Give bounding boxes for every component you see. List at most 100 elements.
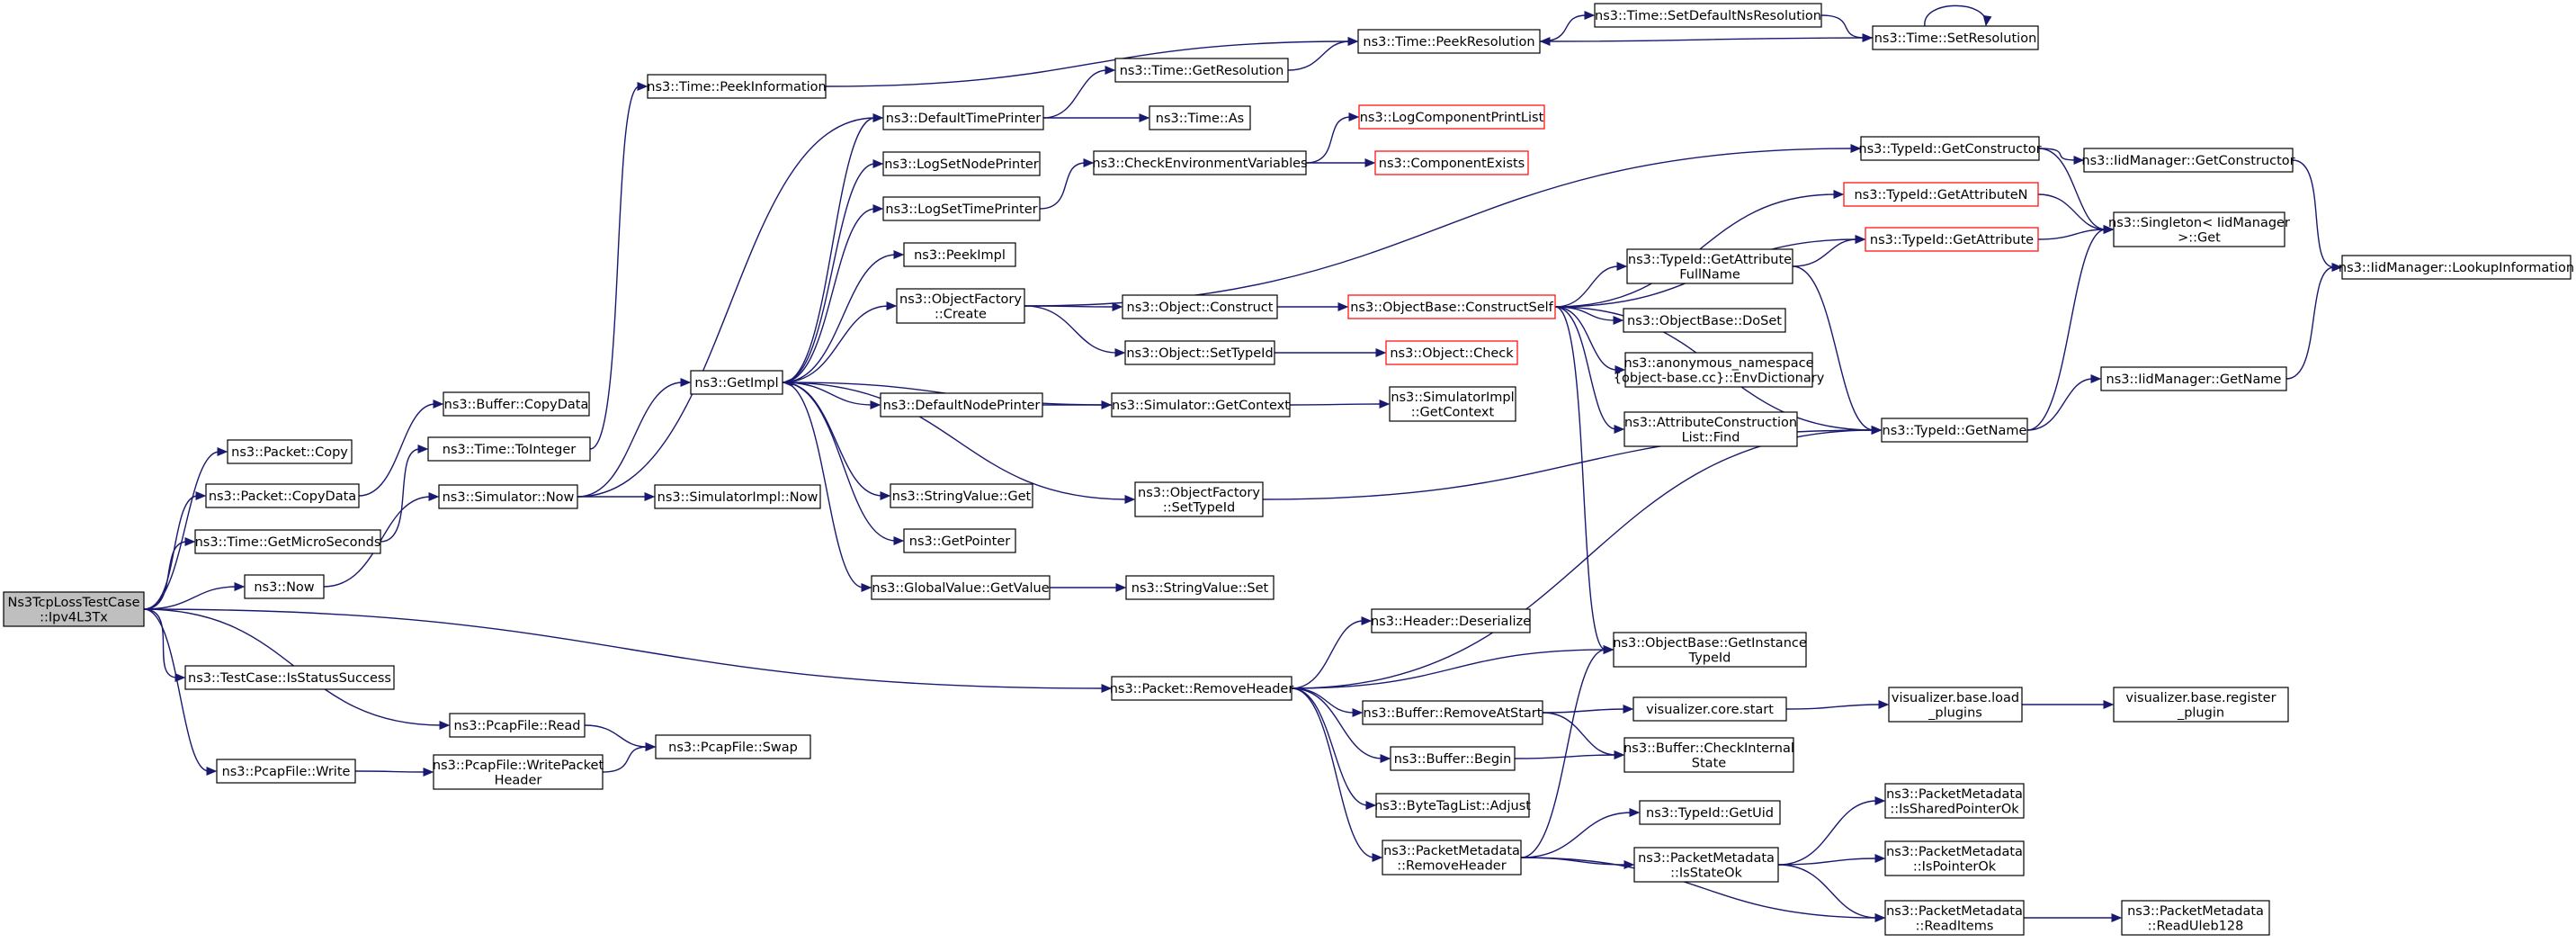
node-label: TypeId [1688,651,1731,665]
graph-edge [1291,687,1391,763]
edge-path [2037,229,2106,240]
graph-node-compexists[interactable]: ns3::ComponentExists [1374,150,1529,175]
graph-node-viz-reg[interactable]: visualizer.base.register_plugin [2113,687,2289,723]
graph-node-ob-doset[interactable]: ns3::ObjectBase::DoSet [1623,308,1786,333]
graph-node-pk-copy[interactable]: ns3::Packet::Copy [227,439,353,464]
node-box [1122,294,1278,319]
graph-node-buf-remstart[interactable]: ns3::Buffer::RemoveAtStart [1362,700,1543,725]
node-box [1124,340,1275,365]
graph-node-time-as[interactable]: ns3::Time::As [1149,105,1251,130]
graph-node-singleton[interactable]: ns3::Singleton< IidManager >::Get [2108,211,2290,247]
graph-node-tc-status[interactable]: ns3::TestCase::IsStatusSuccess [184,665,395,690]
graph-node-iid-getname[interactable]: ns3::IidManager::GetName [2100,366,2287,391]
graph-edge [602,742,657,773]
graph-node-pm-isstate[interactable]: ns3::PacketMetadata::IsStateOk [1633,847,1779,883]
graph-node-time-toint[interactable]: ns3::Time::ToInteger [427,436,591,462]
edge-arrowhead [428,492,440,501]
graph-node-tid-getcons[interactable]: ns3::TypeId::GetConstructor [1858,136,2042,161]
graph-node-gv-getvalue[interactable]: ns3::GlobalValue::GetValue [871,575,1051,600]
node-label: ns3::ObjectBase::ConstructSelf [1350,301,1553,315]
graph-node-ob-cself[interactable]: ns3::ObjectBase::ConstructSelf [1347,294,1556,319]
graph-edge [143,608,218,776]
graph-node-sv-get[interactable]: ns3::StringValue::Get [890,483,1033,508]
graph-node-objf-settid[interactable]: ns3::ObjectFactory::SetTypeId [1134,481,1264,517]
graph-node-simimpl-getctx[interactable]: ns3::SimulatorImpl::GetContext [1389,386,1516,422]
graph-node-root[interactable]: Ns3TcpLossTestCase::Ipv4L3Tx [3,591,145,627]
edge-arrowhead [1603,645,1614,654]
graph-node-pcap-write[interactable]: ns3::PcapFile::Write [216,759,356,784]
edge-arrowhead [1850,144,1862,153]
graph-node-logtimep[interactable]: ns3::LogSetTimePrinter [882,196,1041,221]
graph-node-pk-copydata[interactable]: ns3::Packet::CopyData [205,483,360,508]
graph-node-logcomp[interactable]: ns3::LogComponentPrintList [1358,104,1545,130]
node-label: ns3::AttributeConstruction [1624,416,1797,430]
graph-node-pk-remhdr[interactable]: ns3::Packet::RemoveHeader [1110,676,1294,701]
edge-path [782,382,1128,500]
graph-node-obj-settid[interactable]: ns3::Object::SetTypeId [1124,340,1275,365]
graph-node-obj-construct[interactable]: ns3::Object::Construct [1122,294,1278,319]
edge-arrowhead [893,536,905,545]
node-box [1872,25,2039,50]
node-box [2113,687,2289,723]
graph-node-time-setres[interactable]: ns3::Time::SetResolution [1872,25,2039,50]
graph-node-tid-getattr[interactable]: ns3::TypeId::GetAttribute [1865,227,2039,252]
graph-node-deftp[interactable]: ns3::DefaultTimePrinter [882,105,1044,130]
graph-node-viz-load[interactable]: visualizer.base.load_plugins [1888,687,2023,723]
graph-node-tid-getuid[interactable]: ns3::TypeId::GetUid [1639,800,1781,825]
edge-arrowhead [1623,705,1634,714]
graph-node-time-setdef[interactable]: ns3::Time::SetDefaultNsResolution [1594,3,1822,28]
edge-arrowhead [1614,365,1626,374]
graph-node-pm-uleb[interactable]: ns3::PacketMetadata::ReadUleb128 [2121,900,2270,936]
graph-node-sim-getctx[interactable]: ns3::Simulator::GetContext [1111,392,1291,418]
graph-node-defnp[interactable]: ns3::DefaultNodePrinter [880,392,1043,418]
graph-node-time-getres[interactable]: ns3::Time::GetResolution [1114,58,1289,83]
graph-edge [1924,4,1992,27]
graph-edge [577,492,656,501]
graph-edge [1539,37,1874,46]
graph-node-peekimpl[interactable]: ns3::PeekImpl [903,242,1016,267]
edge-arrowhead [206,767,218,776]
graph-node-lognodep[interactable]: ns3::LogSetNodePrinter [882,151,1041,176]
edge-path [1520,812,1632,858]
graph-node-pcap-swap[interactable]: ns3::PcapFile::Swap [655,734,811,759]
node-label: ns3::IidManager::LookupInformation [2339,261,2574,275]
graph-node-sv-set[interactable]: ns3::StringValue::Set [1125,575,1275,600]
graph-edge [358,400,444,497]
graph-node-checkenv[interactable]: ns3::CheckEnvironmentVariables [1092,150,1308,175]
graph-node-time-peekinfo[interactable]: ns3::Time::PeekInformation [647,74,827,99]
graph-node-pm-shared[interactable]: ns3::PacketMetadata::IsSharedPointerOk [1884,783,2025,819]
graph-node-buf-copydata[interactable]: ns3::Buffer::CopyData [443,391,590,417]
graph-node-iid-getcons[interactable]: ns3::IidManager::GetConstructor [2081,148,2295,173]
graph-node-time-peekres[interactable]: ns3::Time::PeekResolution [1357,29,1541,54]
graph-node-iid-lookup[interactable]: ns3::IidManager::LookupInformation [2339,255,2574,280]
graph-node-pm-remhdr[interactable]: ns3::PacketMetadata::RemoveHeader [1382,840,1522,876]
graph-node-time-micro[interactable]: ns3::Time::GetMicroSeconds [194,529,381,554]
graph-node-tid-getattrn[interactable]: ns3::TypeId::GetAttributeN [1843,182,2039,207]
edge-path [1792,238,1858,267]
graph-node-viz-core[interactable]: visualizer.core.start [1632,696,1787,722]
edge-path [1520,649,1606,858]
graph-node-tid-getname[interactable]: ns3::TypeId::GetName [1881,418,2028,443]
graph-edge [1792,265,1883,435]
node-label: ns3::Packet::CopyData [209,489,356,504]
graph-node-pcap-read[interactable]: ns3::PcapFile::Read [449,713,586,738]
graph-node-simimpl-now[interactable]: ns3::SimulatorImpl::Now [654,484,821,509]
graph-node-sim-now[interactable]: ns3::Simulator::Now [438,484,578,509]
graph-node-btl-adjust[interactable]: ns3::ByteTagList::Adjust [1374,793,1531,818]
graph-node-pm-readitems[interactable]: ns3::PacketMetadata::ReadItems [1884,900,2025,936]
graph-node-getimpl[interactable]: ns3::GetImpl [690,370,783,395]
graph-node-now[interactable]: ns3::Now [244,574,325,599]
graph-node-buf-begin[interactable]: ns3::Buffer::Begin [1390,746,1516,771]
graph-node-getpointer[interactable]: ns3::GetPointer [903,528,1016,553]
graph-node-hdr-deser[interactable]: ns3::Header::Deserialize [1371,608,1531,633]
graph-node-obj-check[interactable]: ns3::Object::Check [1385,340,1518,365]
edge-arrowhead [872,159,884,168]
graph-node-objf-create[interactable]: ns3::ObjectFactory::Create [896,288,1025,324]
graph-node-anon-env[interactable]: ns3::anonymous_namespace{object-base.cc}… [1614,352,1825,388]
graph-node-pm-ptrok[interactable]: ns3::PacketMetadata::IsPointerOk [1884,840,2025,876]
